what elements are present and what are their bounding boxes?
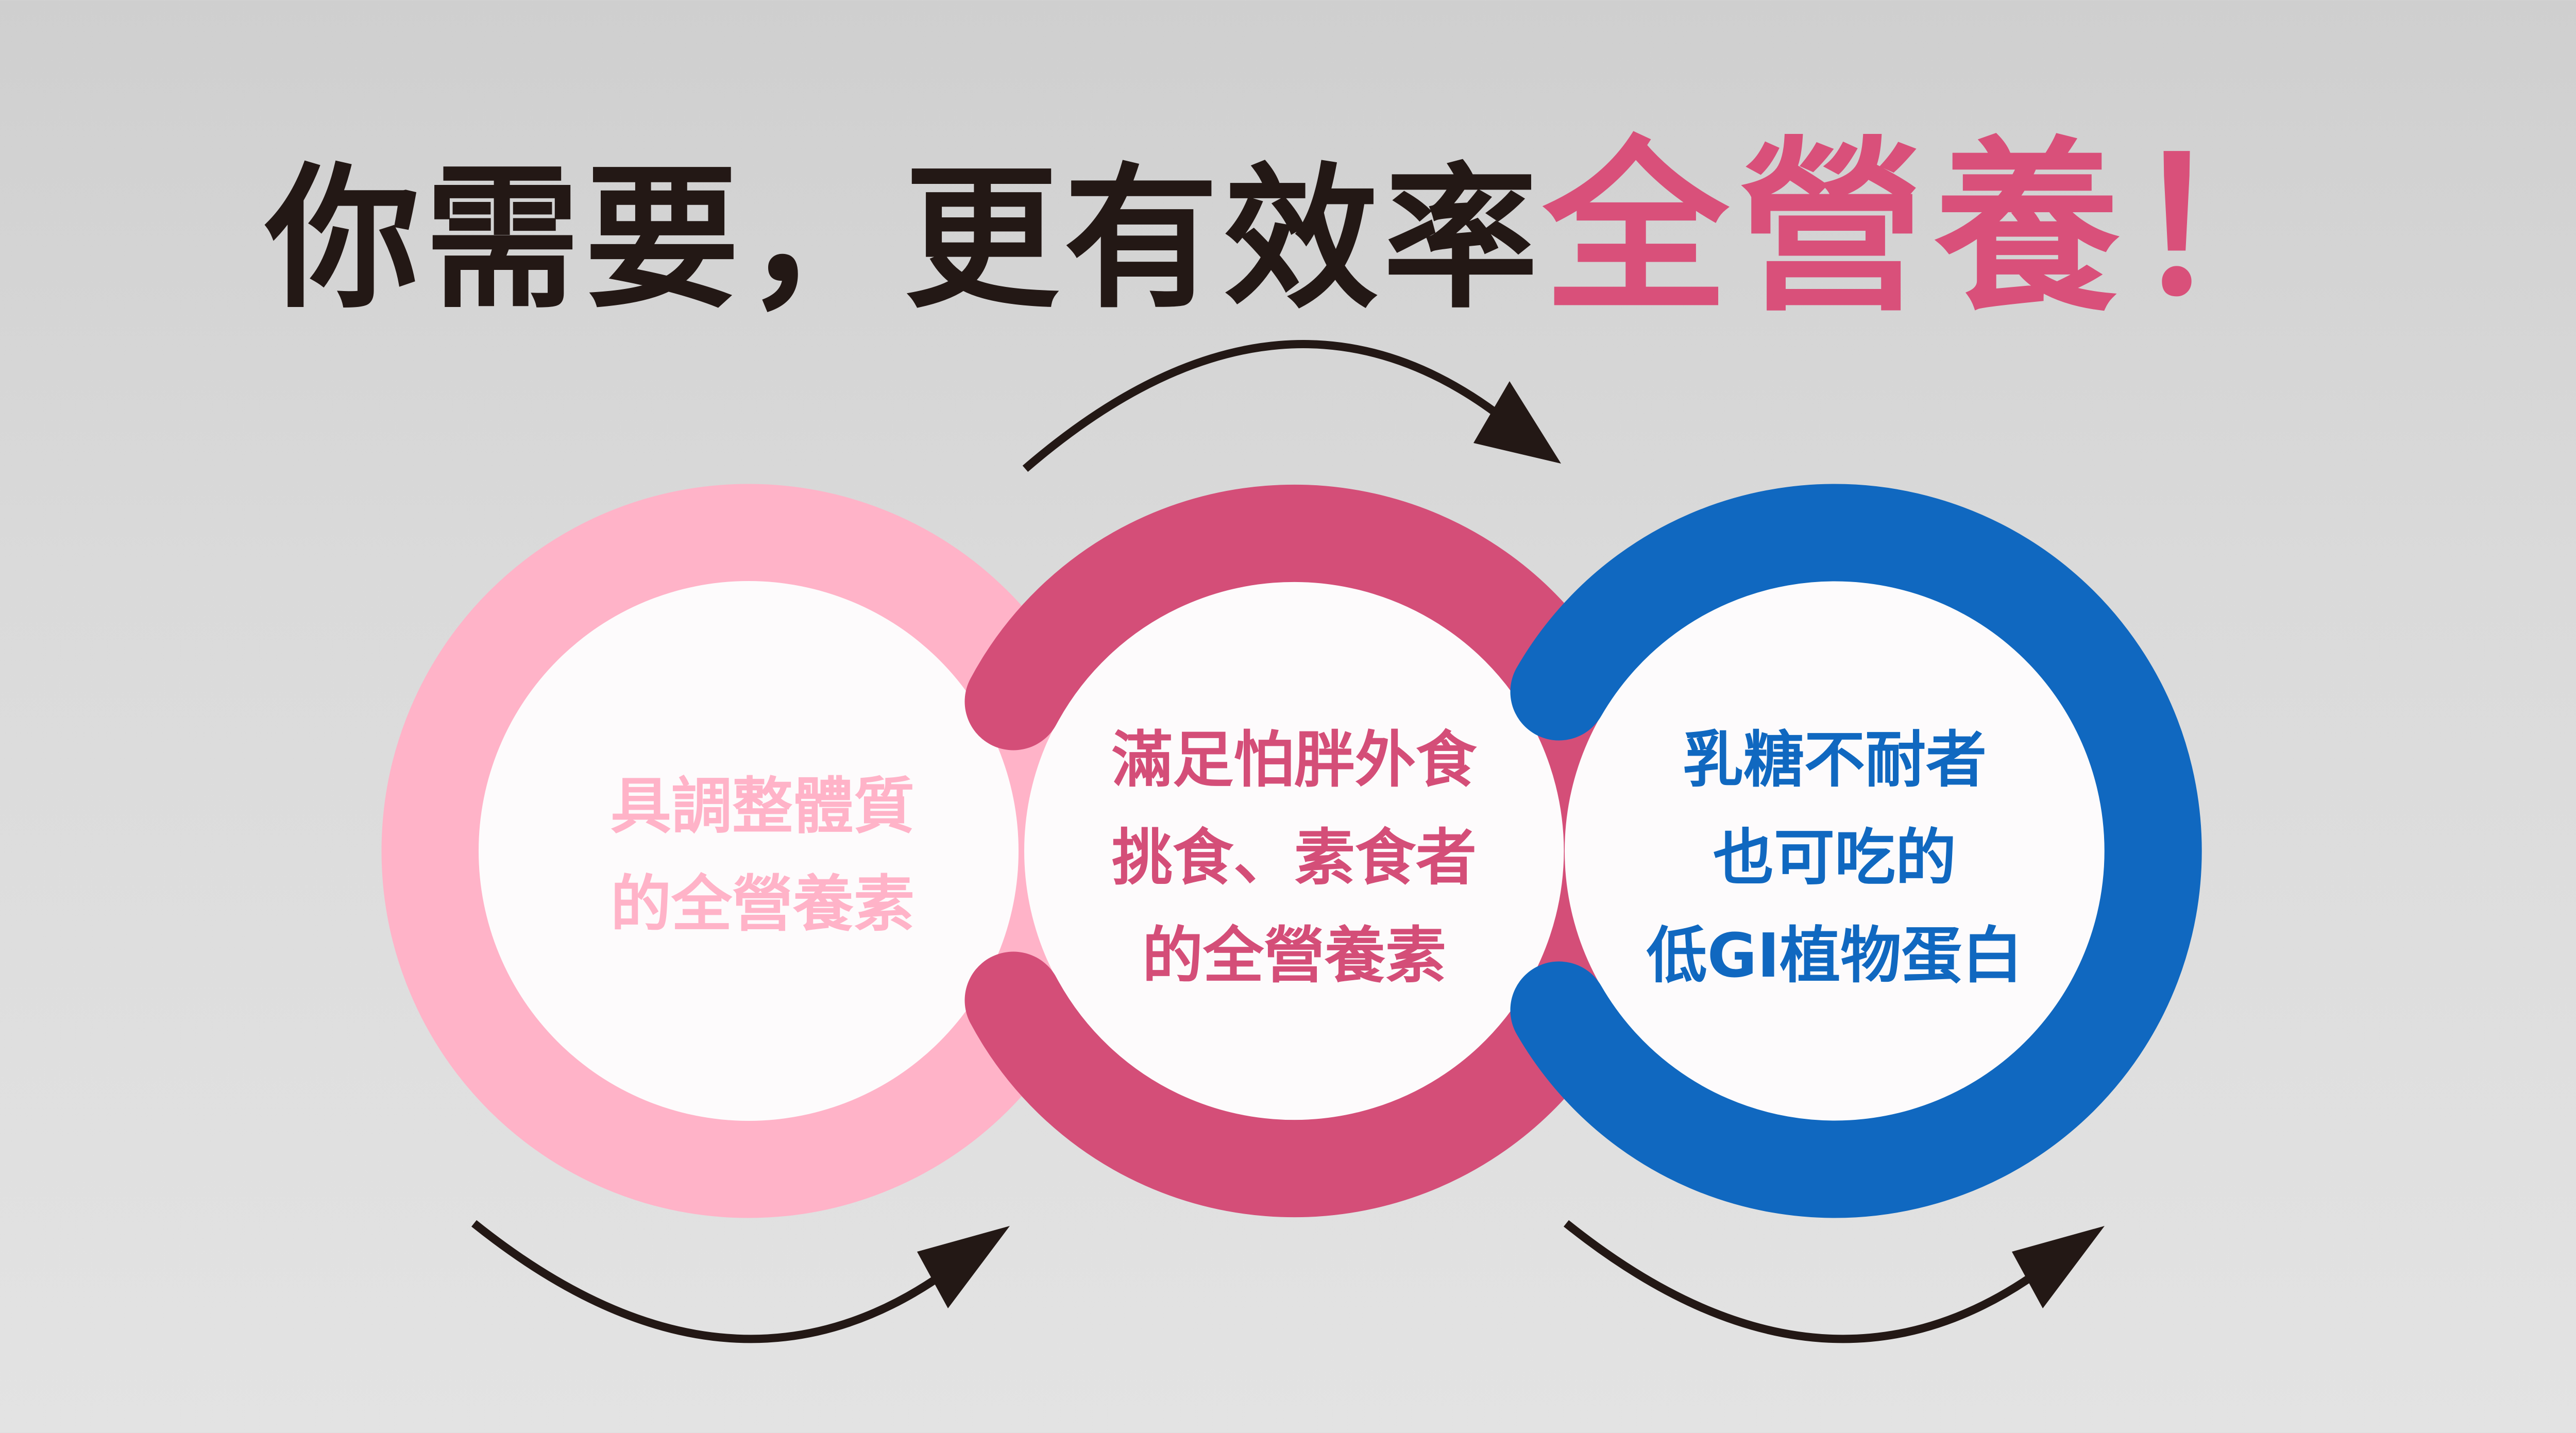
title-part2-highlight: 全營養！	[1543, 121, 2326, 336]
circle-line: 的全營養素	[610, 868, 914, 940]
arrowhead-icon	[917, 1226, 1010, 1308]
blue-inner	[1565, 581, 2105, 1121]
rose-inner	[1024, 581, 1564, 1121]
circle-line: 的全營養素	[1142, 920, 1446, 991]
arrowhead-icon	[1473, 381, 1561, 464]
circle-line: 具調整體質	[610, 771, 914, 842]
curved-arrow-icon	[471, 1220, 982, 1343]
circle-text-right: 乳糖不耐者 也可吃的 低GI植物蛋白	[1577, 711, 2092, 1004]
curved-arrow-icon	[1022, 340, 1518, 472]
circle-line: 滿足怕胖外食	[1111, 724, 1477, 795]
circle-line: 乳糖不耐者	[1682, 724, 1987, 795]
circle-line: 也可吃的	[1713, 822, 1956, 893]
circle-text-left: 具調整體質 的全營養素	[505, 757, 1020, 953]
circle-line: 挑食、素食者	[1111, 822, 1477, 893]
circle-line: 低GI植物蛋白	[1646, 920, 2023, 991]
blue-ring-arc	[1510, 484, 2202, 1218]
curved-arrow-icon	[1563, 1220, 2074, 1343]
pink-inner	[479, 581, 1019, 1121]
arrowhead-icon	[2012, 1226, 2105, 1308]
circle-text-middle: 滿足怕胖外食 挑食、素食者 的全營養素	[1037, 711, 1552, 1004]
title-part1: 你需要，更有效率	[265, 149, 1543, 329]
page-title: 你需要，更有效率全營養！	[0, 77, 2576, 346]
